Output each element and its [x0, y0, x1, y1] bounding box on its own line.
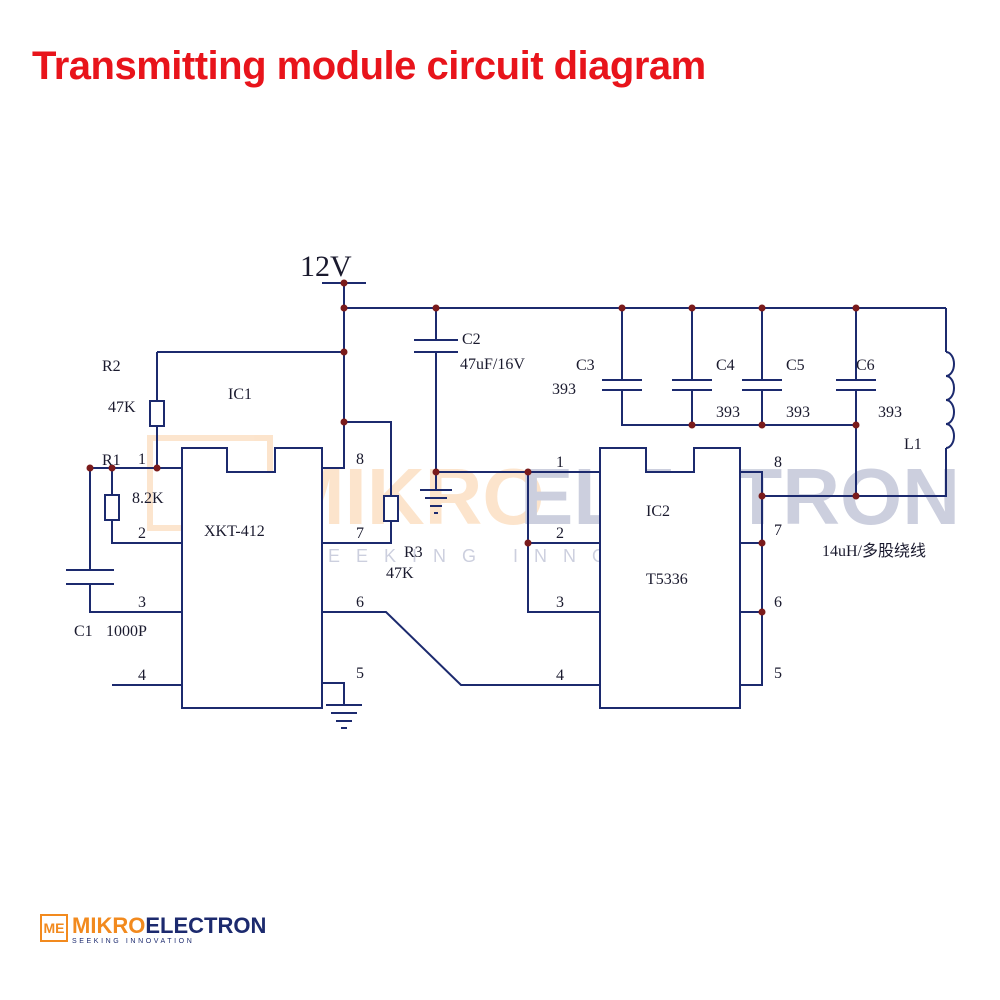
- r2-label: R2: [102, 358, 121, 375]
- ic2-label: IC2: [646, 503, 670, 520]
- capacitor-c5: [742, 379, 782, 391]
- junction-dots: [86, 279, 860, 616]
- ic1-pin-4: 4: [138, 667, 146, 684]
- capacitor-c2: [414, 339, 458, 353]
- logo-name-part1: MIKRO: [72, 913, 146, 938]
- l1-label: L1: [904, 436, 922, 453]
- logo-name-part2: ELECTRON: [145, 913, 267, 938]
- r3-label: R3: [404, 544, 423, 561]
- resistor-r2: [149, 400, 165, 427]
- r2-value: 47K: [108, 399, 136, 416]
- r1-value: 8.2K: [132, 490, 164, 507]
- wire-ic1-pin6-ic2-pin4: [322, 611, 600, 686]
- c6-value: 393: [878, 404, 902, 421]
- ic1-part: XKT-412: [204, 523, 265, 540]
- brand-logo: ME MIKROELECTRON SEEKING INNOVATION: [40, 914, 266, 950]
- supply-label: 12V: [300, 250, 352, 283]
- ic1-pin-8: 8: [356, 451, 364, 468]
- c5-label: C5: [786, 357, 805, 374]
- ic1-pin-7: 7: [356, 525, 364, 542]
- c2-label: C2: [462, 331, 481, 348]
- wire-ic2-pin2-pin3: [527, 472, 600, 613]
- capacitor-c3: [602, 379, 642, 391]
- ic2-pin-3: 3: [556, 594, 564, 611]
- c6-label: C6: [856, 357, 875, 374]
- c4-value: 393: [716, 404, 740, 421]
- ic1-pin-2: 2: [138, 525, 146, 542]
- page-title: Transmitting module circuit diagram: [32, 44, 706, 88]
- ic2-part: T5336: [646, 571, 688, 588]
- ic1-body: [181, 447, 323, 709]
- capacitor-c1: [66, 569, 114, 585]
- wire-c1-pin3: [89, 468, 182, 613]
- ic2-pin-5: 5: [774, 665, 782, 682]
- supply-bar: [322, 282, 366, 308]
- c4-label: C4: [716, 357, 735, 374]
- c3-value: 393: [552, 381, 576, 398]
- c3-label: C3: [576, 357, 595, 374]
- inductor-l1: [945, 351, 955, 449]
- logo-icon: ME: [40, 914, 68, 942]
- ic2-body: [599, 447, 741, 709]
- wire-ic2-right: [740, 471, 763, 686]
- r3-value: 47K: [386, 565, 414, 582]
- c5-value: 393: [786, 404, 810, 421]
- wire-l1: [762, 308, 947, 497]
- ic1-pin-1: 1: [138, 451, 146, 468]
- r1-label: R1: [102, 452, 121, 469]
- capacitor-c4: [672, 379, 712, 391]
- wire-c3: [621, 308, 856, 426]
- logo-text: MIKROELECTRON SEEKING INNOVATION: [72, 914, 266, 946]
- ic1-pin-6: 6: [356, 594, 364, 611]
- l1-value: 14uH/多股绕线: [822, 542, 926, 560]
- ground-icon: [326, 704, 362, 729]
- ic2-pin-6: 6: [774, 594, 782, 611]
- ic2-pin-2: 2: [556, 525, 564, 542]
- ground-icon: [420, 489, 452, 514]
- ic2-pin-7: 7: [774, 522, 782, 539]
- c2-value: 47uF/16V: [460, 356, 525, 373]
- ic1-pin-3: 3: [138, 594, 146, 611]
- resistor-r3: [383, 495, 399, 522]
- c1-value: 1000P: [106, 623, 147, 640]
- capacitor-c6: [836, 379, 876, 391]
- ic2-pin-8: 8: [774, 454, 782, 471]
- ic2-pin-4: 4: [556, 667, 564, 684]
- wire-r1-pin2: [111, 468, 182, 544]
- c1-label: C1: [74, 623, 93, 640]
- logo-name: MIKROELECTRON: [72, 914, 266, 938]
- wire-pin5-ground: [322, 682, 345, 705]
- ic1-pin-5: 5: [356, 665, 364, 682]
- ic2-pin-1: 1: [556, 454, 564, 471]
- logo-tagline: SEEKING INNOVATION: [72, 938, 195, 945]
- resistor-r1: [104, 494, 120, 521]
- ic1-label: IC1: [228, 386, 252, 403]
